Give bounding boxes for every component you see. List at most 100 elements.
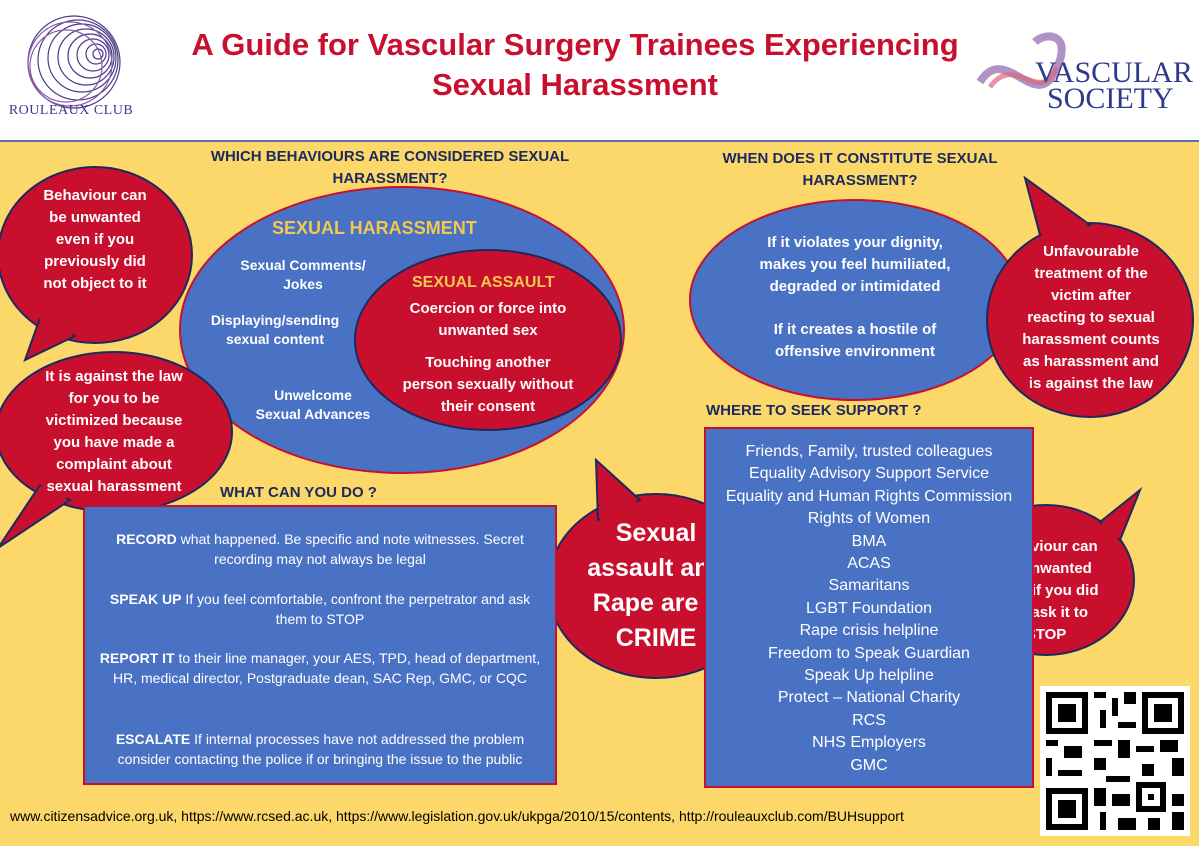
support-heading: WHERE TO SEEK SUPPORT ? bbox=[706, 402, 922, 419]
crime-line: CRIME bbox=[615, 624, 697, 652]
support-item: Friends, Family, trusted colleagues bbox=[745, 443, 993, 460]
action-speak-up: SPEAK UP If you feel comfortable, confro… bbox=[95, 589, 545, 629]
support-list: Friends, Family, trusted colleagues Equa… bbox=[706, 441, 1032, 777]
sexual-assault-ellipse bbox=[354, 249, 622, 431]
behaviour-item: Sexual Advances bbox=[255, 406, 371, 422]
crime-line: Sexual bbox=[615, 519, 697, 547]
assault-item: unwanted sex bbox=[438, 322, 538, 339]
bubble-line: harassment counts bbox=[1022, 331, 1160, 348]
support-item: Equality and Human Rights Commission bbox=[725, 487, 1013, 505]
speech-bubble-2 bbox=[0, 351, 233, 548]
action-key: REPORT IT bbox=[99, 650, 175, 666]
bubble-line: even if you bbox=[55, 231, 135, 248]
sexual-assault-label: SEXUAL ASSAULT bbox=[412, 274, 555, 291]
bubble-3-text: Unfavourable treatment of the victim aft… bbox=[1000, 241, 1182, 395]
behaviour-item: Unwelcome bbox=[274, 387, 352, 403]
bubble-2-text: It is against the law for you to be vict… bbox=[12, 366, 216, 498]
bubble-line: you have made a bbox=[53, 434, 175, 451]
assault-item: Touching another bbox=[425, 354, 551, 371]
behaviour-item: Sexual Comments/ bbox=[240, 257, 366, 273]
bubble-line: victimized because bbox=[45, 412, 183, 429]
vs-line-2: SOCIETY bbox=[1047, 82, 1174, 115]
qr-code-icon[interactable] bbox=[1040, 686, 1190, 836]
action-text: If internal processes have not addressed… bbox=[117, 731, 525, 767]
behaviour-item: Jokes bbox=[283, 276, 323, 292]
support-item: ACAS bbox=[847, 555, 891, 573]
support-item: Protect – National Charity bbox=[777, 689, 961, 707]
bubble-line: as harassment and bbox=[1023, 353, 1159, 370]
when-line: offensive environment bbox=[774, 343, 936, 360]
assault-item: their consent bbox=[440, 398, 536, 415]
when-line: degraded or intimidated bbox=[769, 278, 941, 295]
support-item: BMA bbox=[851, 532, 887, 550]
when-line: makes you feel humiliated, bbox=[759, 256, 951, 273]
support-item: LGBT Foundation bbox=[805, 599, 932, 617]
action-text: what happened. Be specific and note witn… bbox=[176, 531, 524, 567]
crime-bubble-text: Sexual assault and Rape are a CRIME bbox=[568, 516, 744, 656]
what-can-you-do-box: RECORD what happened. Be specific and no… bbox=[83, 505, 557, 785]
support-item: Samaritans bbox=[828, 577, 910, 595]
support-item: Rape crisis helpline bbox=[799, 622, 939, 640]
action-key: SPEAK UP bbox=[109, 591, 182, 607]
footer-links[interactable]: www.citizensadvice.org.uk, https://www.r… bbox=[10, 808, 904, 824]
bubble-line: treatment of the bbox=[1034, 265, 1148, 282]
bubble-1-text: Behaviour can be unwanted even if you pr… bbox=[20, 185, 170, 295]
action-key: RECORD bbox=[116, 531, 177, 547]
bubble-line: STOP bbox=[1025, 626, 1067, 643]
rouleaux-club-text: ROULEAUX CLUB bbox=[8, 103, 134, 118]
title-line-1: A Guide for Vascular Surgery Trainees Ex… bbox=[191, 27, 959, 62]
behaviours-heading: WHICH BEHAVIOURS ARE CONSIDERED SEXUAL H… bbox=[190, 146, 590, 190]
support-item: GMC bbox=[850, 756, 888, 774]
action-key: ESCALATE bbox=[115, 731, 191, 747]
support-item: RCS bbox=[852, 711, 886, 729]
bubble-line: Behaviour can bbox=[43, 187, 147, 204]
bubble-line: previously did bbox=[44, 253, 146, 270]
header-banner: ROULEAUX CLUB A Guide for Vascular Surge… bbox=[0, 0, 1199, 142]
action-text: to their line manager, your AES, TPD, he… bbox=[113, 650, 541, 686]
behaviours-heading-line2: HARASSMENT? bbox=[332, 170, 448, 187]
action-text: If you feel comfortable, confront the pe… bbox=[181, 591, 531, 627]
support-item: Freedom to Speak Guardian bbox=[768, 644, 970, 662]
vascular-society-text: VASCULAR SOCIETY bbox=[1035, 56, 1193, 115]
speech-bubble-3 bbox=[986, 175, 1194, 418]
vascular-society-ribbon-icon bbox=[976, 32, 1066, 89]
bubble-line: Unfavourable bbox=[1043, 243, 1139, 260]
rouleaux-club-logo bbox=[27, 15, 121, 109]
bubble-line: is against the law bbox=[1028, 375, 1154, 392]
bubble-line: reacting to sexual bbox=[1027, 309, 1155, 326]
crime-line: assault and bbox=[587, 554, 725, 582]
support-box: Friends, Family, trusted colleagues Equa… bbox=[704, 427, 1034, 788]
speech-bubble-1 bbox=[0, 166, 193, 362]
assault-item: Coercion or force into bbox=[409, 300, 567, 317]
what-can-you-do-heading: WHAT CAN YOU DO ? bbox=[220, 484, 377, 501]
sexual-harassment-label: SEXUAL HARASSMENT bbox=[272, 218, 477, 238]
crime-line: Rape are a bbox=[592, 589, 720, 617]
behaviour-advances: Unwelcome Sexual Advances bbox=[238, 386, 388, 424]
when-heading-line1: WHEN DOES IT CONSTITUTE SEXUAL bbox=[722, 150, 998, 167]
support-item: Rights of Women bbox=[807, 510, 931, 528]
action-record: RECORD what happened. Be specific and no… bbox=[95, 529, 545, 569]
bubble-line: not object to it bbox=[43, 275, 147, 292]
support-item: Equality Advisory Support Service bbox=[748, 465, 990, 483]
bubble-line: for you to be bbox=[68, 390, 160, 407]
vs-line-1: VASCULAR bbox=[1035, 56, 1193, 89]
bubble-line: It is against the law bbox=[45, 368, 183, 385]
bubble-line: complaint about bbox=[56, 456, 172, 473]
when-line: If it creates a hostile of bbox=[773, 321, 937, 338]
assault-item: person sexually without bbox=[402, 376, 574, 393]
when-heading: WHEN DOES IT CONSTITUTE SEXUAL HARASSMEN… bbox=[680, 148, 1040, 192]
when-heading-line2: HARASSMENT? bbox=[802, 172, 918, 189]
sexual-assault-items: Coercion or force into unwanted sex Touc… bbox=[388, 298, 588, 418]
behaviour-item: sexual content bbox=[225, 331, 325, 347]
action-escalate: ESCALATE If internal processes have not … bbox=[95, 729, 545, 769]
when-line: If it violates your dignity, bbox=[767, 234, 943, 251]
when-text: If it violates your dignity, makes you f… bbox=[715, 232, 995, 363]
title-line-2: Sexual Harassment bbox=[431, 67, 719, 102]
bubble-line: be unwanted bbox=[49, 209, 141, 226]
behaviour-displaying: Displaying/sending sexual content bbox=[200, 311, 350, 349]
behaviours-heading-line1: WHICH BEHAVIOURS ARE CONSIDERED SEXUAL bbox=[210, 148, 570, 165]
page-title: A Guide for Vascular Surgery Trainees Ex… bbox=[150, 25, 1000, 105]
bubble-line: sexual harassment bbox=[46, 478, 182, 495]
support-item: NHS Employers bbox=[812, 734, 926, 752]
